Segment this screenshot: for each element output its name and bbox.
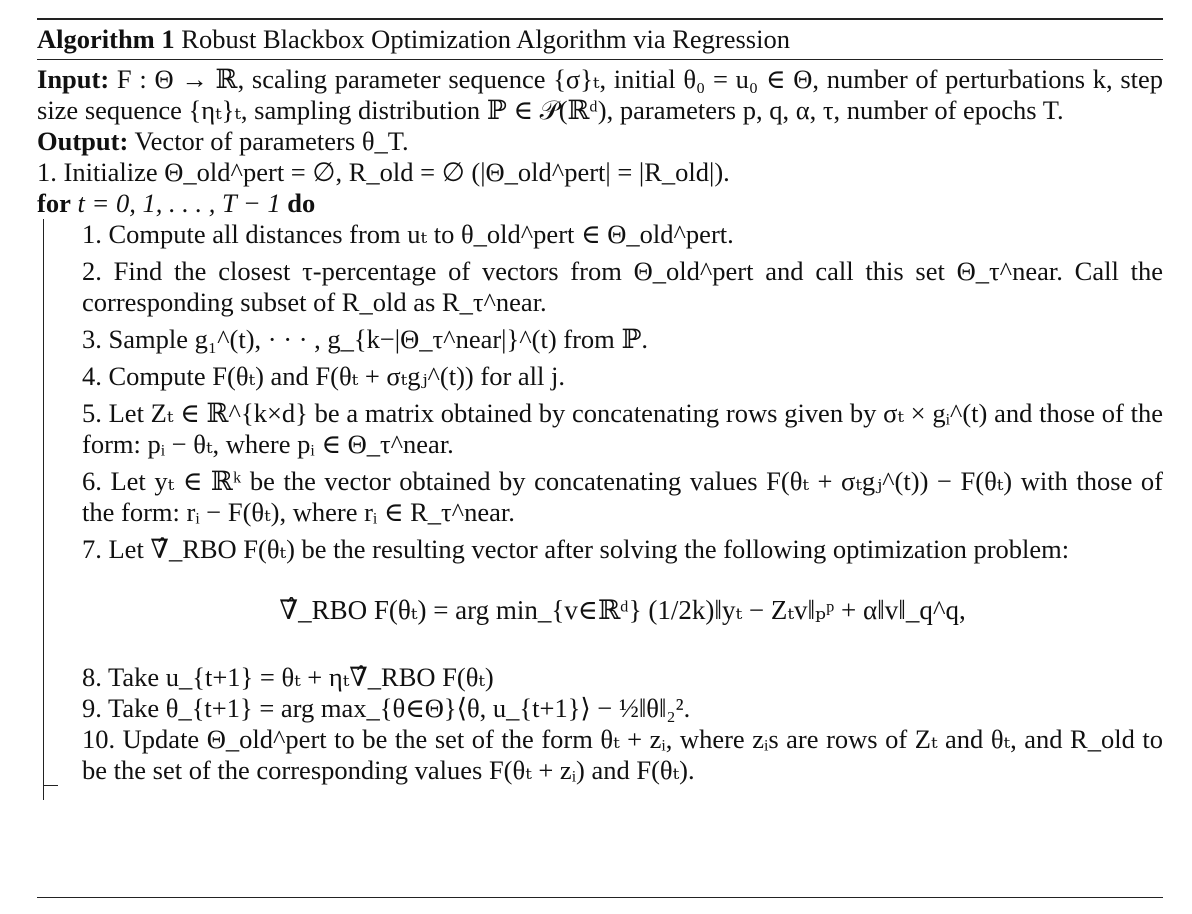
loop-step-4: 4. Compute F(θₜ) and F(θₜ + σₜgⱼ^(t)) fo… (82, 361, 565, 391)
caption-rule (37, 59, 1163, 60)
loop-step-3: 3. Sample g₁^(t), · · · , g_{k−|Θ_τ^near… (82, 324, 648, 354)
loop-step-9: 9. Take θ_{t+1} = arg max_{θ∈Θ}⟨θ, u_{t+… (82, 693, 691, 723)
output-block: Output: Vector of parameters θ_T. (37, 126, 1163, 157)
init-step: 1. Initialize Θ_old^pert = ∅, R_old = ∅ … (37, 157, 730, 187)
loop-step-6: 6. Let yₜ ∈ ℝᵏ be the vector obtained by… (82, 466, 1163, 527)
input-text: F : Θ → ℝ, scaling parameter sequence {σ… (37, 64, 1164, 125)
output-label: Output: (37, 126, 129, 156)
loop-range: t = 0, 1, . . . , T − 1 (77, 188, 281, 218)
loop-step-8: 8. Take u_{t+1} = θₜ + ηₜ∇̂_RBO F(θₜ) (82, 662, 494, 692)
input-block: Input: F : Θ → ℝ, scaling parameter sequ… (37, 60, 1163, 126)
loop-body: 1. Compute all distances from uₜ to θ_ol… (43, 219, 1163, 800)
for-keyword: for (37, 188, 71, 218)
caption-label: Algorithm 1 (37, 24, 175, 54)
loop-step-2: 2. Find the closest τ-percentage of vect… (82, 256, 1163, 317)
loop-step-1: 1. Compute all distances from uₜ to θ_ol… (82, 219, 734, 249)
algorithm-caption: Algorithm 1 Robust Blackbox Optimization… (37, 20, 1163, 56)
optimization-equation: ∇̂_RBO F(θₜ) = arg min_{v∈ℝᵈ} (1/2k)‖yₜ … (279, 595, 966, 625)
loop-header: for t = 0, 1, . . . , T − 1 do (37, 188, 1163, 219)
input-label: Input: (37, 64, 110, 94)
output-text: Vector of parameters θ_T. (134, 126, 409, 156)
loop-step-5: 5. Let Zₜ ∈ ℝ^{k×d} be a matrix obtained… (82, 398, 1163, 459)
loop-step-10: 10. Update Θ_old^pert to be the set of t… (82, 724, 1163, 785)
do-keyword: do (287, 188, 316, 218)
bottom-rule (37, 897, 1163, 898)
loop-step-7: 7. Let ∇̂_RBO F(θₜ) be the resulting vec… (82, 534, 1070, 564)
top-rule (37, 18, 1163, 20)
algorithm-box: Algorithm 1 Robust Blackbox Optimization… (37, 18, 1163, 800)
caption-title: Robust Blackbox Optimization Algorithm v… (181, 24, 790, 54)
